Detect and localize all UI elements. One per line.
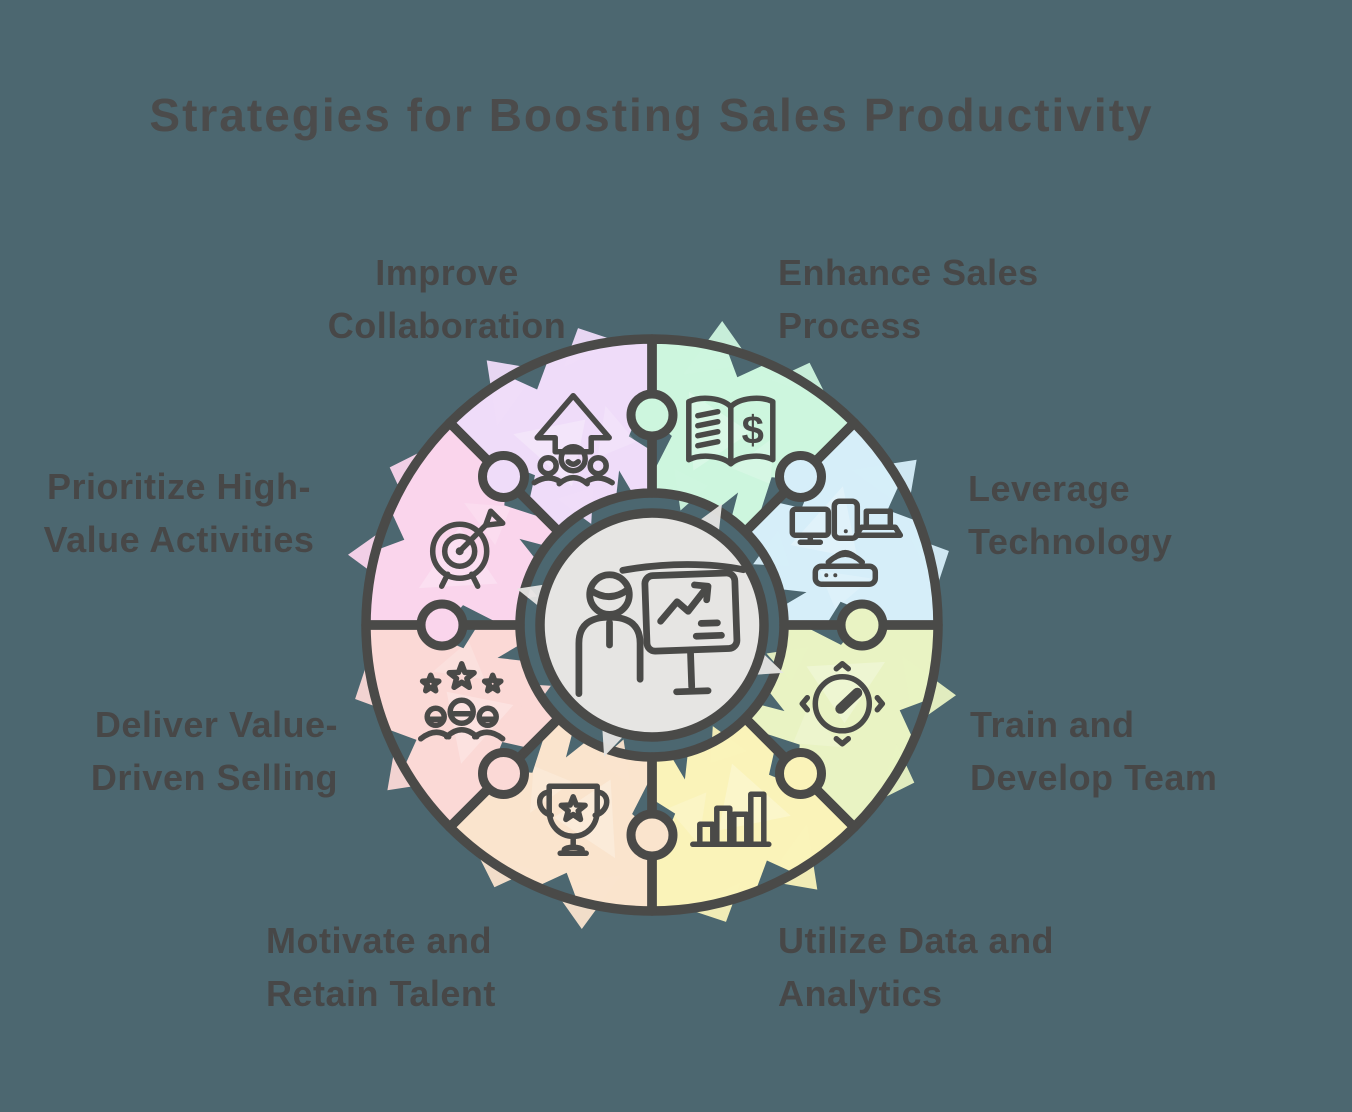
label-line: Analytics xyxy=(778,973,943,1014)
label-line: Motivate and xyxy=(266,920,493,961)
torn-paper-shard xyxy=(806,661,886,724)
label-line: Enhance Sales xyxy=(778,252,1039,293)
hub-gap-ring xyxy=(525,498,779,752)
label-line: Improve xyxy=(375,252,519,293)
label-line: Utilize Data and xyxy=(778,920,1055,961)
puzzle-knob xyxy=(416,599,468,651)
torn-paper-shard xyxy=(731,437,774,484)
segment-label-utilize-data-analytics: Utilize Data and Analytics xyxy=(778,914,1054,1020)
growth-team-icon xyxy=(531,392,615,487)
label-line: Driven Selling xyxy=(90,757,338,798)
puzzle-knob xyxy=(836,599,888,651)
center-circle xyxy=(535,508,769,742)
puzzle-knob xyxy=(478,747,530,799)
puzzle-knob xyxy=(774,747,826,799)
label-line: Technology xyxy=(968,521,1173,562)
segment-label-leverage-technology: Leverage Technology xyxy=(968,462,1172,568)
segment-label-deliver-value-driven-selling: Deliver Value- Driven Selling xyxy=(0,698,338,804)
torn-paper-shard xyxy=(446,691,514,764)
puzzle-knob xyxy=(478,451,530,503)
gauge-icon xyxy=(799,661,886,747)
page-title: Strategies for Boosting Sales Productivi… xyxy=(149,89,1154,141)
label-line: Deliver Value- xyxy=(94,704,338,745)
label-line: Value Activities xyxy=(43,519,315,560)
puzzle-knob xyxy=(626,389,678,441)
devices-icon xyxy=(789,498,904,587)
trophy-icon xyxy=(536,783,610,857)
torn-paper-shard xyxy=(668,792,707,845)
presenter-board-icon xyxy=(575,561,747,697)
segment-label-train-develop-team: Train and Develop Team xyxy=(970,698,1217,804)
segment-label-motivate-retain-talent: Motivate and Retain Talent xyxy=(266,914,496,1020)
label-line: Leverage xyxy=(968,468,1131,509)
puzzle-knob xyxy=(626,809,678,861)
torn-paper-shard xyxy=(819,570,872,609)
torn-paper-shard xyxy=(432,641,485,680)
label-line: Collaboration xyxy=(327,305,567,346)
torn-paper-shard xyxy=(597,405,636,458)
label-line: Process xyxy=(778,305,922,346)
label-line: Retain Talent xyxy=(266,973,496,1014)
label-line: Prioritize High- xyxy=(46,466,311,507)
segment-label-improve-collaboration: Improve Collaboration xyxy=(247,246,647,352)
svg-text:$: $ xyxy=(742,409,764,453)
team-stars-icon xyxy=(417,661,506,742)
torn-paper-shard xyxy=(793,704,840,747)
segment-label-prioritize-high-value-activities: Prioritize High- Value Activities xyxy=(8,460,350,566)
puzzle-knob xyxy=(774,451,826,503)
book-dollar-icon: $ xyxy=(686,395,776,467)
segment-label-enhance-sales-process: Enhance Sales Process xyxy=(778,246,1039,352)
label-line: Train and xyxy=(970,704,1135,745)
target-dart-icon xyxy=(429,508,506,589)
label-line: Develop Team xyxy=(970,757,1218,798)
bar-chart-icon xyxy=(690,791,772,848)
